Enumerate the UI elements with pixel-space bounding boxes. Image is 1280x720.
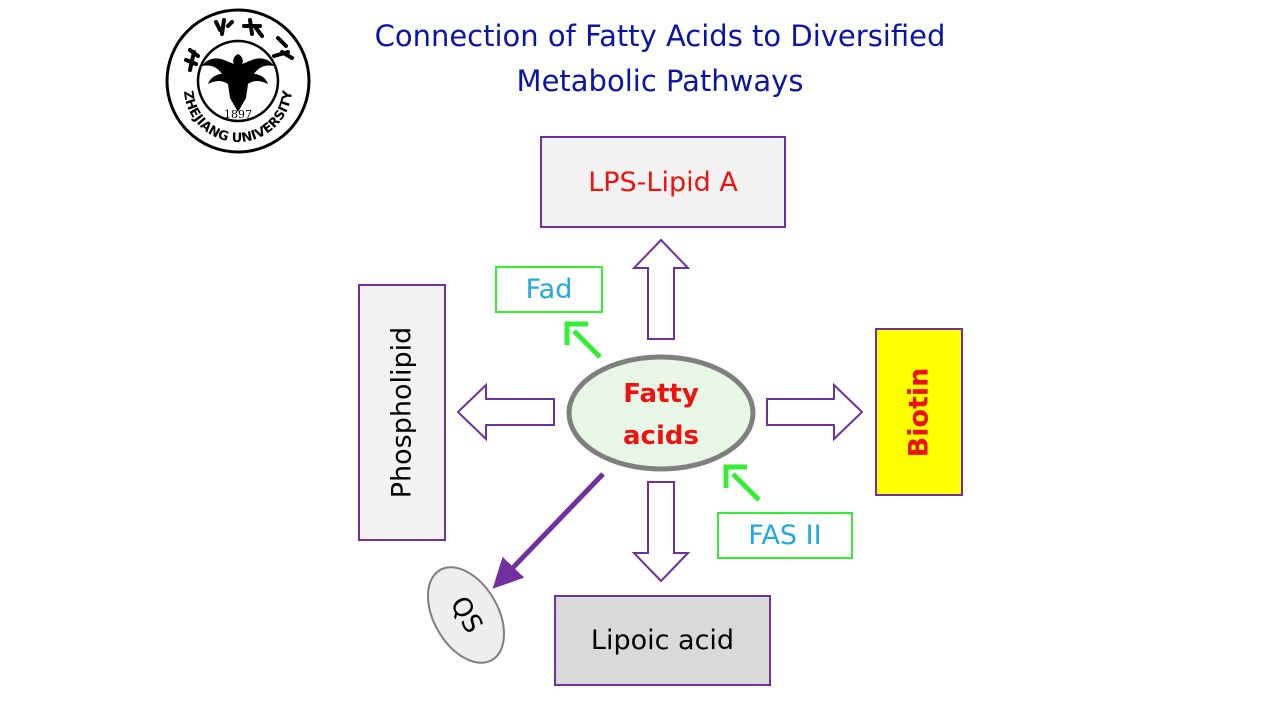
- lps-lipid-a-box: LPS-Lipid A: [540, 136, 786, 228]
- biotin-box: Biotin: [875, 328, 963, 496]
- qs-ellipse: [427, 566, 505, 664]
- title-line-1: Connection of Fatty Acids to Diversified: [374, 19, 946, 53]
- fas-ii-box: FAS II: [717, 512, 853, 559]
- slide-title: Connection of Fatty Acids to Diversified…: [330, 14, 990, 104]
- phospholipid-box: Phospholipid: [358, 284, 446, 541]
- fad-label: Fad: [525, 274, 573, 305]
- arrow-up-to-lps: [631, 238, 691, 340]
- lipoic-acid-box: Lipoic acid: [554, 595, 771, 686]
- phospholipid-label: Phospholipid: [386, 326, 418, 499]
- lipoic-acid-label: Lipoic acid: [590, 625, 735, 656]
- arrow-from-fas: [723, 464, 761, 502]
- fatty-acids-label: Fatty acids: [623, 379, 699, 451]
- eagle-icon: [202, 54, 274, 112]
- arrow-to-fad: [564, 321, 602, 359]
- fad-box: Fad: [495, 266, 603, 313]
- title-line-2: Metabolic Pathways: [516, 64, 804, 98]
- arrow-down-to-lipoic: [631, 481, 691, 583]
- lps-lipid-a-label: LPS-Lipid A: [588, 166, 738, 198]
- arrow-left-to-phospholipid: [456, 382, 555, 442]
- calligraphy-icon: [184, 18, 294, 72]
- fatty-acids-ellipse: [566, 354, 756, 472]
- logo-year: 1897: [224, 108, 252, 121]
- arrow-to-qs: [492, 472, 605, 589]
- university-logo: 1897 ZHEJIANG UNIVERSITY: [165, 8, 311, 154]
- fas-ii-label: FAS II: [748, 520, 822, 551]
- arrow-right-to-biotin: [766, 382, 864, 442]
- biotin-label: Biotin: [903, 367, 935, 457]
